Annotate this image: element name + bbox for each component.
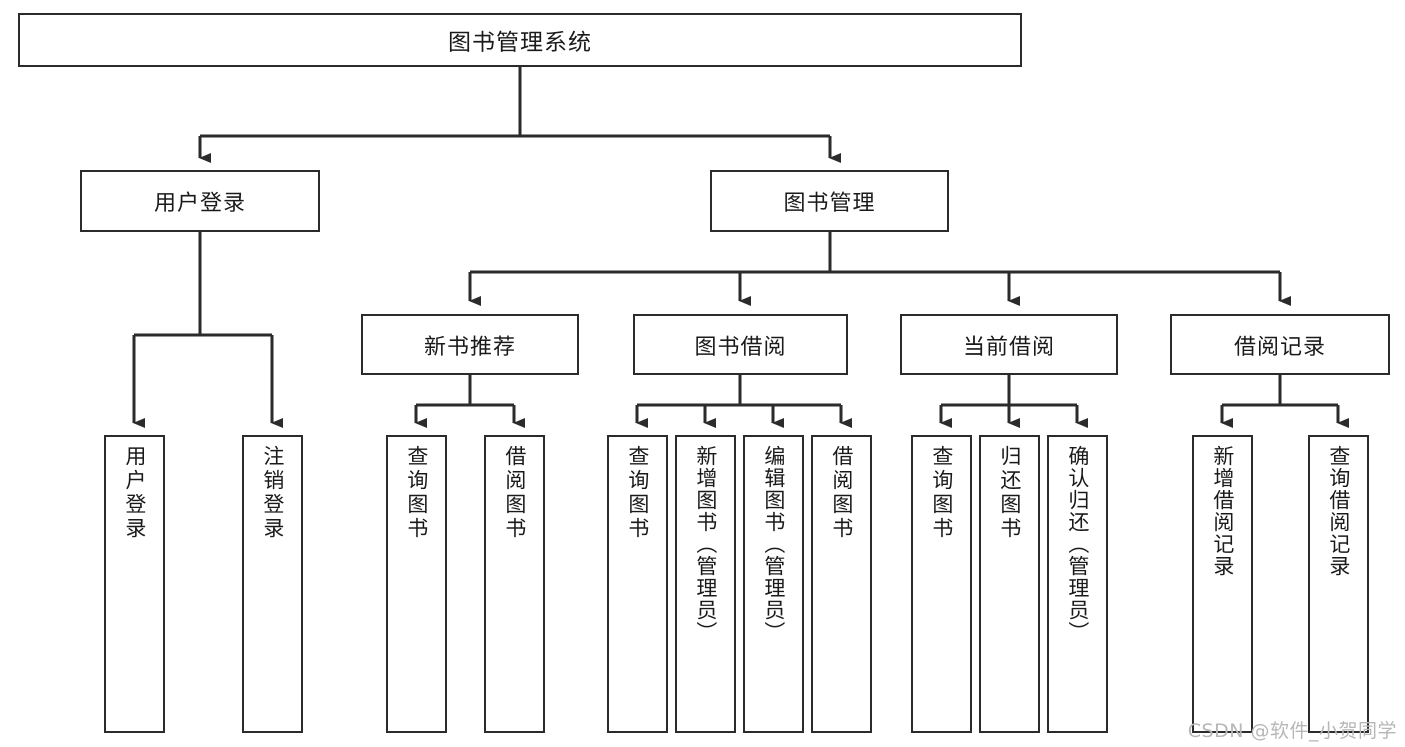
node-leaf-add-book[interactable]: 新增图书（管理员） [675,435,736,733]
node-leaf-query-book-recommend-label: 查询图书 [404,445,429,541]
node-borrow-record-label: 借阅记录 [1233,334,1326,360]
node-leaf-query-borrow-record-label: 查询借阅记录 [1326,445,1351,577]
node-leaf-query-borrow-record[interactable]: 查询借阅记录 [1308,435,1369,733]
csdn-watermark: CSDN @软件_小贺同学 [1187,720,1397,742]
node-leaf-user-logout[interactable]: 注销登录 [242,435,303,733]
node-leaf-return-book-label: 归还图书 [997,445,1022,541]
node-leaf-user-logout-label: 注销登录 [260,445,285,541]
node-leaf-edit-book-label: 编辑图书（管理员） [761,445,786,643]
node-user-login-label: 用户登录 [153,191,246,216]
node-user-login[interactable]: 用户登录 [80,170,320,232]
node-leaf-borrow-book-label: 借阅图书 [829,445,854,541]
node-book-manage[interactable]: 图书管理 [710,170,949,232]
node-leaf-borrow-book[interactable]: 借阅图书 [811,435,872,733]
node-new-book-recommend-label: 新书推荐 [423,334,516,360]
node-leaf-edit-book[interactable]: 编辑图书（管理员） [743,435,804,733]
node-leaf-query-book-borrow-label: 查询图书 [625,445,650,541]
node-leaf-return-book[interactable]: 归还图书 [979,435,1040,733]
node-leaf-query-book-recommend[interactable]: 查询图书 [386,435,447,733]
node-leaf-user-login[interactable]: 用户登录 [104,435,165,733]
node-leaf-borrow-book-recommend[interactable]: 借阅图书 [484,435,545,733]
node-book-manage-label: 图书管理 [783,191,876,216]
node-leaf-query-book-borrow[interactable]: 查询图书 [607,435,668,733]
node-leaf-add-book-label: 新增图书（管理员） [693,445,718,643]
node-new-book-recommend[interactable]: 新书推荐 [361,314,579,375]
node-leaf-query-book-current-label: 查询图书 [929,445,954,541]
node-leaf-confirm-return[interactable]: 确认归还（管理员） [1047,435,1108,733]
node-leaf-user-login-label: 用户登录 [122,445,147,541]
node-current-borrow[interactable]: 当前借阅 [900,314,1118,375]
node-book-borrow-label: 图书借阅 [694,334,787,360]
node-leaf-add-borrow-record[interactable]: 新增借阅记录 [1192,435,1253,733]
node-leaf-add-borrow-record-label: 新增借阅记录 [1210,445,1235,577]
node-leaf-confirm-return-label: 确认归还（管理员） [1065,445,1090,643]
node-leaf-borrow-book-recommend-label: 借阅图书 [502,445,527,541]
node-root-system[interactable]: 图书管理系统 [18,13,1022,67]
node-current-borrow-label: 当前借阅 [962,334,1055,360]
node-leaf-query-book-current[interactable]: 查询图书 [911,435,972,733]
node-root-system-label: 图书管理系统 [448,30,592,56]
node-borrow-record[interactable]: 借阅记录 [1170,314,1390,375]
node-book-borrow[interactable]: 图书借阅 [633,314,848,375]
